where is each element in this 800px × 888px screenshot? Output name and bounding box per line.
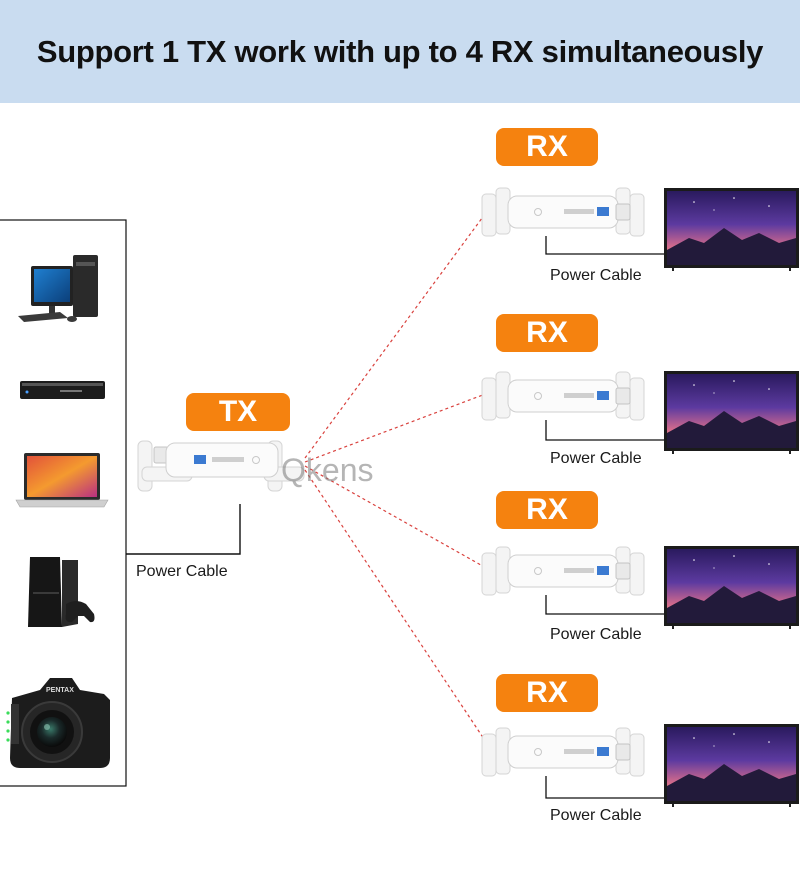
tv-screen bbox=[664, 546, 799, 629]
rx-tag: RX bbox=[496, 314, 598, 352]
watermark: Qkens bbox=[281, 452, 374, 488]
wireless-links bbox=[304, 209, 489, 746]
page-title: Support 1 TX work with up to 4 RX simult… bbox=[36, 34, 764, 69]
rx-power-cable-label: Power Cable bbox=[550, 450, 642, 467]
tx-power-cable-label: Power Cable bbox=[136, 563, 228, 580]
tv-screen bbox=[664, 724, 799, 807]
rx-dongle bbox=[481, 371, 645, 421]
rx-tag: RX bbox=[496, 674, 598, 712]
game-console-icon bbox=[28, 557, 95, 627]
tx-tag: TX bbox=[186, 393, 290, 431]
camera-icon: PENTAX bbox=[6, 678, 110, 768]
wireless-link-1 bbox=[304, 209, 489, 459]
rx-power-cable-label: Power Cable bbox=[550, 807, 642, 824]
wireless-link-3 bbox=[304, 465, 489, 570]
tv-screen bbox=[664, 371, 799, 454]
desktop-computer-icon bbox=[18, 255, 98, 322]
rx-dongle bbox=[481, 187, 645, 237]
rx-power-cable bbox=[545, 420, 664, 441]
tx-power-cable bbox=[126, 504, 241, 555]
wireless-link-4 bbox=[304, 469, 489, 746]
svg-text:PENTAX: PENTAX bbox=[46, 687, 74, 694]
laptop-icon bbox=[15, 453, 109, 508]
rx-power-cable bbox=[545, 236, 664, 255]
tv-screen bbox=[664, 188, 799, 271]
wireless-link-2 bbox=[304, 392, 489, 463]
rx-tag: RX bbox=[496, 128, 598, 166]
rx-power-cable-label: Power Cable bbox=[550, 267, 642, 284]
rx-power-cable bbox=[545, 776, 664, 799]
rx-dongle bbox=[481, 546, 645, 596]
header-banner: Support 1 TX work with up to 4 RX simult… bbox=[0, 0, 800, 103]
rx-dongle bbox=[481, 727, 645, 777]
rx-power-cable-label: Power Cable bbox=[550, 626, 642, 643]
tx-dongle bbox=[137, 440, 305, 492]
rx-tag: RX bbox=[496, 491, 598, 529]
rx-power-cable bbox=[545, 595, 664, 615]
blu-ray-player-icon bbox=[20, 381, 105, 399]
